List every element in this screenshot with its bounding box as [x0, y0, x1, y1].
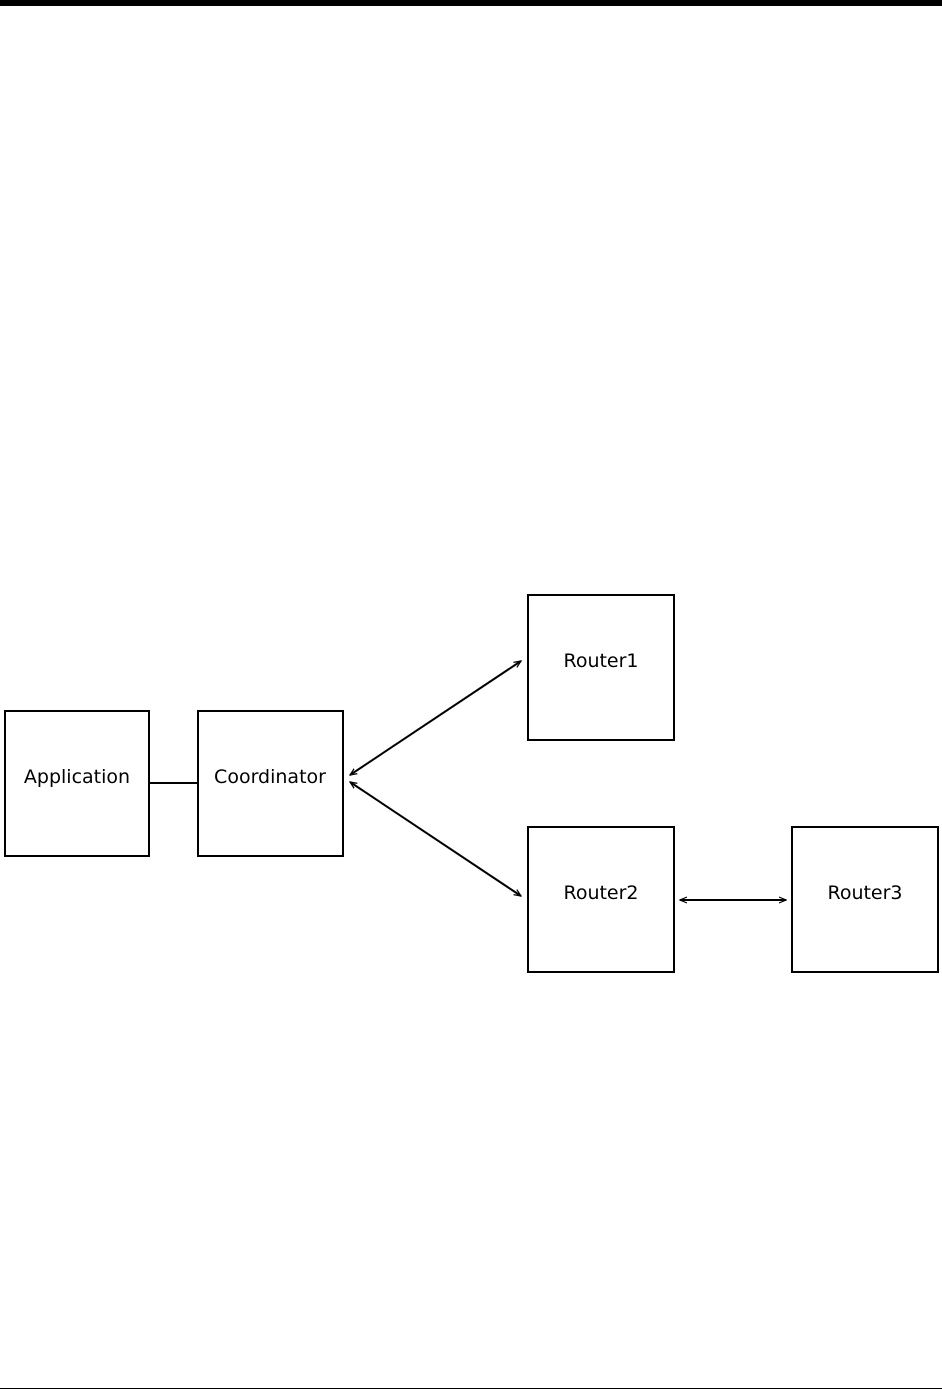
node-router3-label: Router3 — [827, 882, 902, 904]
node-router1-label: Router1 — [563, 650, 638, 672]
node-coordinator: Coordinator — [198, 711, 343, 856]
node-coordinator-label: Coordinator — [214, 766, 326, 788]
node-router2-label: Router2 — [563, 882, 638, 904]
node-router3: Router3 — [792, 827, 938, 972]
node-router1: Router1 — [528, 595, 674, 740]
node-application: Application — [5, 711, 149, 856]
node-application-label: Application — [24, 766, 130, 788]
node-router2: Router2 — [528, 827, 674, 972]
edge-coordinator-router1 — [350, 661, 521, 775]
bottom-border-rule — [0, 1388, 942, 1389]
edge-coordinator-router2 — [350, 782, 521, 896]
